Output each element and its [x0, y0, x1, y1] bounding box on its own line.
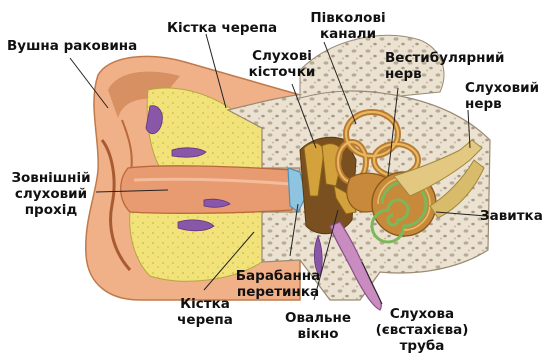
label-skull-top: Кістка черепа — [167, 20, 277, 36]
label-skull-bottom-line1: Кістка — [174, 296, 236, 312]
label-auditory-nerve: Слуховий нерв — [465, 80, 539, 112]
label-eustachian-tube: Слухова (євстахієва) труба — [374, 306, 470, 354]
label-oval-line1: Овальне — [282, 310, 354, 326]
label-ossicles-line1: Слухові — [246, 48, 318, 64]
label-tube-line3: труба — [374, 338, 470, 354]
label-eardrum: Барабанна перетинка — [232, 268, 324, 300]
label-auditory-line1: Слуховий — [465, 80, 539, 96]
label-semicircular-canals: Півколові канали — [304, 10, 392, 42]
label-outer-canal: Зовнішній слуховий прохід — [4, 170, 98, 218]
label-skull-bottom: Кістка черепа — [174, 296, 236, 328]
label-ossicles-line2: кісточки — [246, 64, 318, 80]
label-eardrum-line1: Барабанна — [232, 268, 324, 284]
label-canals-line2: канали — [304, 26, 392, 42]
label-pinna: Вушна раковина — [7, 38, 137, 54]
label-eardrum-line2: перетинка — [232, 284, 324, 300]
label-cochlea: Завитка — [480, 208, 543, 224]
label-vestibular-nerve: Вестибулярний нерв — [385, 50, 504, 82]
label-ossicles: Слухові кісточки — [246, 48, 318, 80]
label-outer-canal-line1: Зовнішній — [4, 170, 98, 186]
label-oval-window: Овальне вікно — [282, 310, 354, 342]
label-tube-line1: Слухова — [374, 306, 470, 322]
label-auditory-line2: нерв — [465, 96, 539, 112]
label-vestibular-line1: Вестибулярний — [385, 50, 504, 66]
label-tube-line2: (євстахієва) — [374, 322, 470, 338]
label-outer-canal-line2: слуховий — [4, 186, 98, 202]
label-oval-line2: вікно — [282, 326, 354, 342]
label-outer-canal-line3: прохід — [4, 202, 98, 218]
label-canals-line1: Півколові — [304, 10, 392, 26]
label-skull-bottom-line2: черепа — [174, 312, 236, 328]
